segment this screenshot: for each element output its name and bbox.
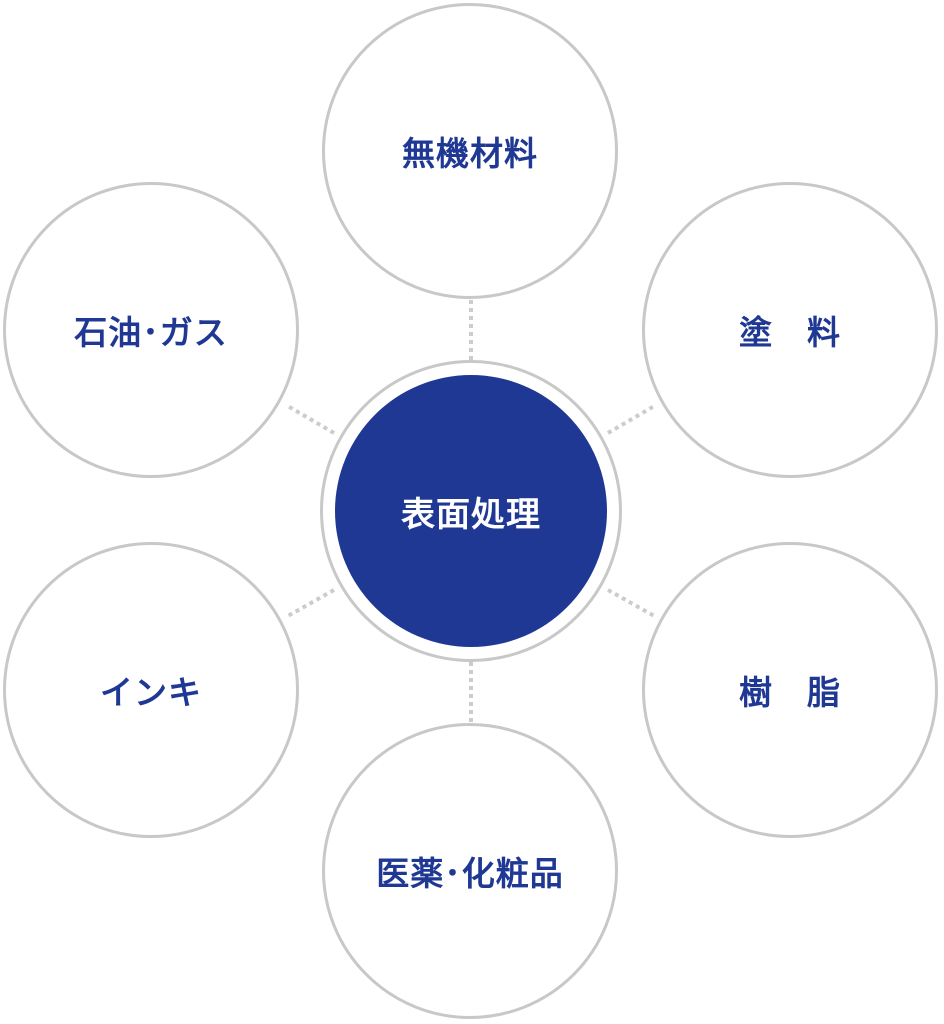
node-label-lower-right: 樹 脂 — [739, 673, 841, 712]
node-oil-gas: 石油･ガス — [3, 182, 299, 478]
node-label-upper-left: 石油･ガス — [74, 313, 228, 352]
center-label: 表面処理 — [401, 494, 541, 535]
node-pharma-cosmetics: 医薬･化粧品 — [322, 723, 618, 1019]
center-node: 表面処理 — [335, 375, 607, 647]
node-paint: 塗 料 — [642, 182, 938, 478]
connector-lower-left — [285, 588, 335, 619]
connector-upper-left — [284, 403, 336, 435]
connector-lower-right — [607, 588, 657, 619]
connector-upper-right — [606, 403, 658, 435]
node-label-bottom: 医薬･化粧品 — [376, 854, 564, 893]
node-label-lower-left: インキ — [100, 673, 202, 712]
node-label-top: 無機材料 — [402, 134, 538, 173]
node-ink: インキ — [3, 542, 299, 838]
node-inorganic-materials: 無機材料 — [322, 3, 618, 299]
node-label-upper-right: 塗 料 — [739, 313, 841, 352]
node-resin: 樹 脂 — [642, 542, 938, 838]
